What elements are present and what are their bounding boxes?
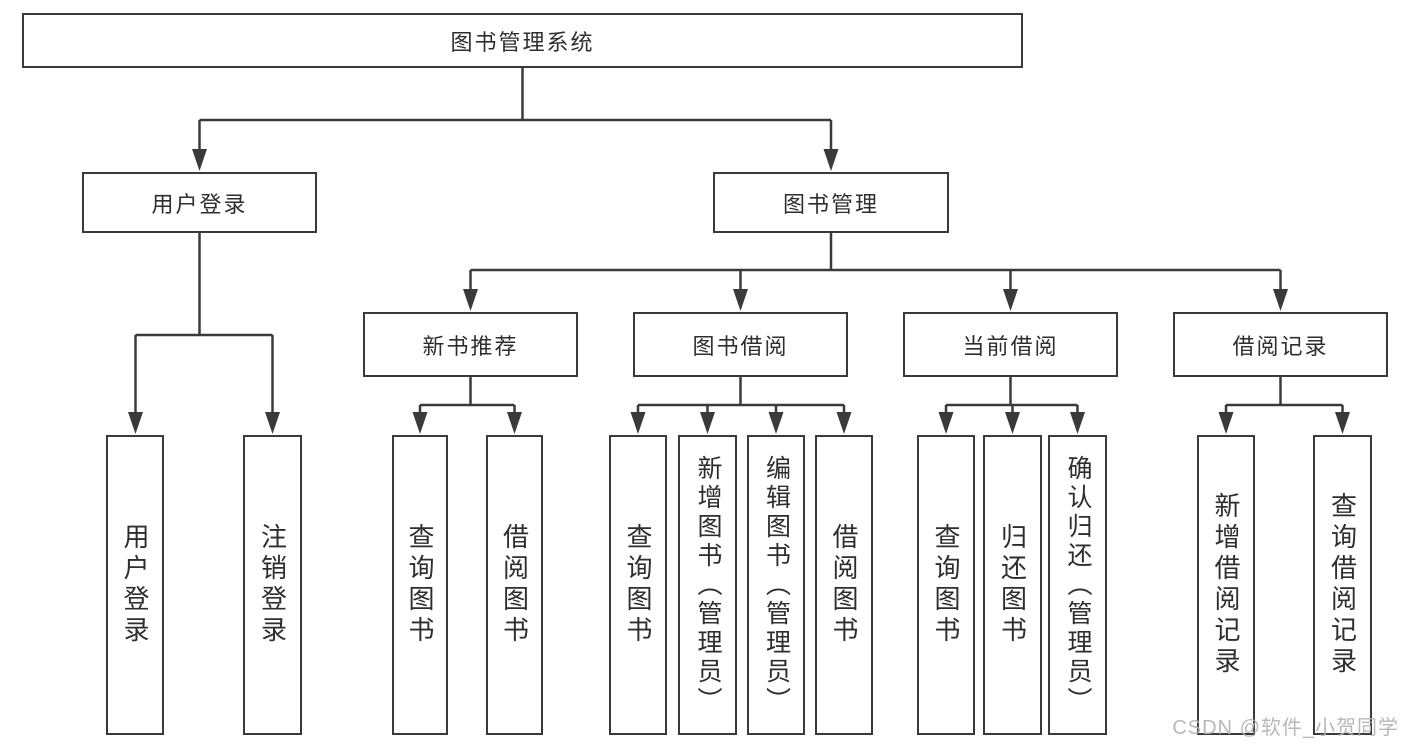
leaf-add-borrow-record: 新增借阅记录 — [1197, 435, 1255, 735]
csdn-watermark: CSDN @软件_小贺同学 — [1172, 717, 1399, 739]
leaf-borrow-books-recommend-label: 借阅图书 — [499, 523, 530, 647]
leaf-borrow-books-borrow-label: 借阅图书 — [829, 523, 859, 647]
node-borrow-record: 借阅记录 — [1173, 312, 1388, 377]
leaf-logout-login: 注销登录 — [243, 435, 302, 735]
leaf-confirm-return-admin: 确认归还（管理员） — [1048, 435, 1107, 735]
leaf-logout-login-label: 注销登录 — [257, 523, 288, 647]
node-new-book-recommend-label: 新书推荐 — [422, 333, 519, 359]
node-current-borrow: 当前借阅 — [903, 312, 1118, 377]
leaf-return-books: 归还图书 — [983, 435, 1042, 735]
leaf-confirm-return-admin-label: 确认归还（管理员） — [1064, 454, 1092, 716]
leaf-query-books-current-label: 查询图书 — [931, 523, 961, 647]
leaf-query-books-borrow-label: 查询图书 — [623, 523, 653, 647]
leaf-query-borrow-record-label: 查询借阅记录 — [1327, 492, 1358, 678]
leaf-borrow-books-recommend: 借阅图书 — [486, 435, 543, 735]
node-root-label: 图书管理系统 — [450, 29, 595, 55]
leaf-query-books-recommend: 查询图书 — [392, 435, 448, 735]
node-new-book-recommend: 新书推荐 — [363, 312, 578, 377]
leaf-borrow-books-borrow: 借阅图书 — [815, 435, 873, 735]
node-current-borrow-label: 当前借阅 — [962, 333, 1059, 359]
leaf-edit-books-admin: 编辑图书（管理员） — [747, 435, 805, 735]
leaf-edit-books-admin-label: 编辑图书（管理员） — [762, 454, 791, 716]
leaf-query-books-borrow: 查询图书 — [609, 435, 667, 735]
node-user-login: 用户登录 — [82, 172, 317, 233]
leaf-user-login-label: 用户登录 — [120, 523, 150, 647]
node-book-management: 图书管理 — [713, 172, 949, 233]
node-root: 图书管理系统 — [22, 13, 1023, 68]
leaf-user-login: 用户登录 — [106, 435, 164, 735]
leaf-query-borrow-record: 查询借阅记录 — [1313, 435, 1372, 735]
node-book-management-label: 图书管理 — [782, 191, 879, 217]
node-book-borrow-label: 图书借阅 — [692, 333, 789, 359]
node-borrow-record-label: 借阅记录 — [1232, 333, 1329, 359]
arrowheads — [128, 149, 1350, 434]
leaf-add-books-admin: 新增图书（管理员） — [678, 435, 737, 735]
leaf-add-borrow-record-label: 新增借阅记录 — [1211, 492, 1241, 678]
leaf-query-books-recommend-label: 查询图书 — [405, 523, 435, 647]
node-book-borrow: 图书借阅 — [633, 312, 848, 377]
leaf-query-books-current: 查询图书 — [917, 435, 975, 735]
node-user-login-label: 用户登录 — [151, 191, 248, 217]
leaf-add-books-admin-label: 新增图书（管理员） — [694, 454, 722, 716]
leaf-return-books-label: 归还图书 — [997, 523, 1028, 647]
